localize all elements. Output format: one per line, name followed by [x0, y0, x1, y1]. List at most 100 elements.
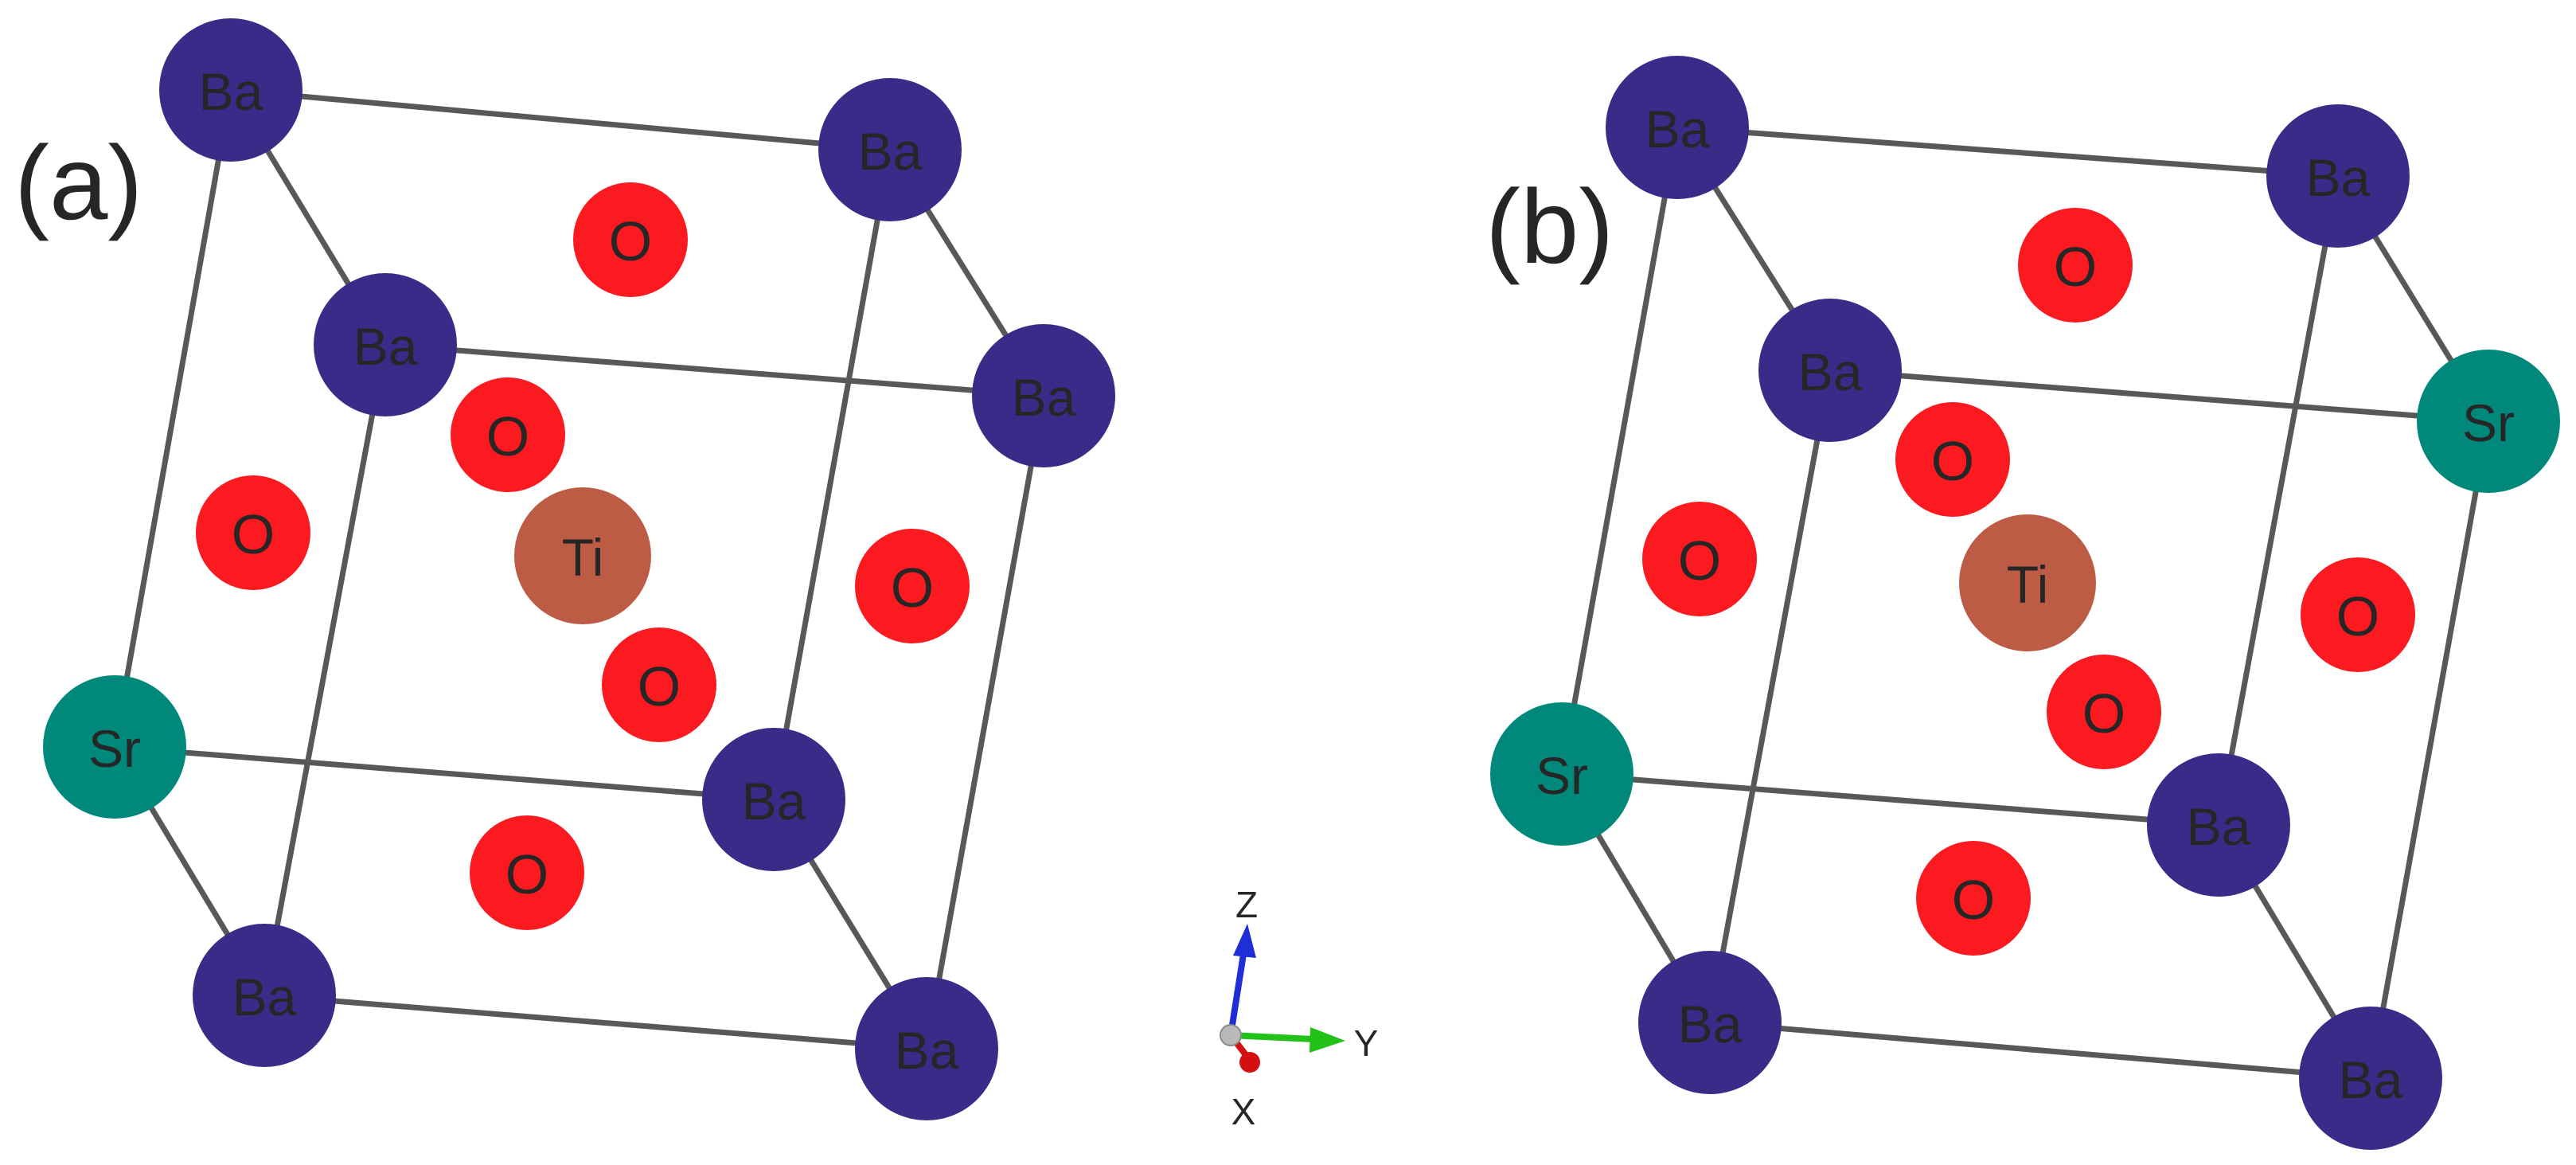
atom-sr: Sr	[2417, 350, 2560, 493]
atom-o: O	[2047, 655, 2161, 769]
y-axis-label: Y	[1354, 1022, 1379, 1064]
atom-ba: Ba	[159, 18, 302, 162]
unit-cell-edge	[263, 992, 927, 1052]
atom-sphere	[196, 475, 310, 590]
atom-ba: Ba	[702, 728, 845, 871]
atom-sphere	[855, 529, 970, 643]
unit-cell-edge	[1709, 1019, 2371, 1081]
x-axis-label: X	[1231, 1091, 1256, 1132]
unit-cell-edge	[114, 744, 775, 803]
atom-sphere	[573, 182, 688, 297]
z-axis-arrowhead	[1233, 924, 1256, 958]
atom-sphere	[2301, 557, 2415, 672]
atom-ba: Ba	[2147, 753, 2290, 897]
atom-label: Ba	[232, 968, 297, 1026]
atom-label: Ti	[562, 528, 604, 587]
atom-sr: Sr	[43, 675, 186, 819]
atom-sphere	[451, 377, 565, 492]
atom-o: O	[470, 815, 584, 930]
atom-sphere	[193, 924, 336, 1067]
atom-sphere	[1916, 841, 2031, 956]
unit-cell-edge	[2215, 175, 2341, 826]
atom-label: O	[2054, 236, 2097, 298]
atom-label: Sr	[88, 719, 141, 778]
unit-cell-edge	[771, 149, 893, 800]
atom-label: Ba	[2187, 797, 2251, 856]
atom-label: O	[1931, 430, 1974, 492]
atom-sphere	[514, 487, 651, 624]
atom-ba: Ba	[1638, 951, 1782, 1094]
atom-ba: Ba	[818, 78, 962, 221]
atom-label: O	[2082, 682, 2125, 745]
atom-sphere	[602, 627, 716, 742]
atom-o: O	[2301, 557, 2415, 672]
atom-sphere	[43, 675, 186, 819]
atom-label: Sr	[2462, 393, 2515, 452]
atom-label: Ba	[2339, 1050, 2403, 1109]
atom-label: O	[638, 655, 681, 717]
atom-sphere	[2299, 1007, 2442, 1150]
atom-sphere	[972, 324, 1115, 467]
x-axis-arrowhead	[1239, 1052, 1260, 1073]
atom-ba: Ba	[314, 273, 457, 416]
atom-ti: Ti	[1959, 514, 2096, 651]
atom-o: O	[1916, 841, 2031, 956]
unit-cell-edge	[2367, 420, 2492, 1079]
atom-label: O	[609, 210, 652, 272]
unit-cell-edge	[261, 344, 388, 996]
atom-o: O	[1895, 402, 2010, 517]
atom-sphere	[1895, 402, 2010, 517]
atom-label: Ba	[2306, 148, 2371, 207]
atom-sphere	[2047, 655, 2161, 769]
atom-label: Ba	[742, 772, 806, 831]
axis-origin	[1220, 1024, 1242, 1046]
atom-ba: Ba	[193, 924, 336, 1067]
atom-label: O	[1678, 530, 1721, 592]
unit-cell-edge	[1829, 367, 2489, 424]
unit-cell-edge	[111, 89, 234, 748]
atom-o: O	[196, 475, 310, 590]
atom-label: Ba	[858, 122, 923, 181]
atom-sphere	[855, 977, 998, 1120]
atom-label: Ba	[353, 317, 418, 376]
atom-o: O	[855, 529, 970, 643]
atom-label: Ba	[1645, 100, 1710, 158]
atom-label: O	[891, 557, 934, 619]
atom-sphere	[1758, 299, 1902, 442]
panel-label: (b)	[1485, 168, 1614, 285]
atom-sphere	[1490, 702, 1633, 846]
atom-label: Ti	[2007, 555, 2049, 614]
y-axis-arrowhead	[1309, 1027, 1345, 1053]
atom-o: O	[451, 377, 565, 492]
atom-ba: Ba	[1606, 56, 1749, 199]
atom-sphere	[1606, 56, 1749, 199]
atom-ba: Ba	[2299, 1007, 2442, 1150]
y-axis-arrow	[1230, 1032, 1314, 1042]
atom-ba: Ba	[855, 977, 998, 1120]
atom-label: O	[1952, 869, 1995, 931]
unit-cell-edge	[1559, 127, 1680, 775]
atom-ba: Ba	[2266, 104, 2410, 248]
atom-sphere	[2417, 350, 2560, 493]
atom-ba: Ba	[1758, 299, 1902, 442]
atom-label: Ba	[895, 1021, 959, 1080]
atom-sphere	[159, 18, 302, 162]
atom-sphere	[1638, 951, 1782, 1094]
unit-cell-edge	[230, 87, 891, 153]
panel-label: (a)	[14, 124, 142, 241]
atom-sphere	[2018, 208, 2133, 323]
atom-label: Ba	[1012, 368, 1076, 427]
atom-sphere	[818, 78, 962, 221]
atom-label: O	[486, 405, 529, 467]
atom-o: O	[573, 182, 688, 297]
atom-sphere	[2147, 753, 2290, 897]
atom-label: Sr	[1536, 746, 1588, 805]
z-axis-label: Z	[1235, 884, 1258, 925]
atom-sphere	[1959, 514, 2096, 651]
axis-triad: Z Y X	[1220, 884, 1378, 1132]
atom-o: O	[2018, 208, 2133, 323]
unit-cell-edge	[1561, 771, 2219, 828]
